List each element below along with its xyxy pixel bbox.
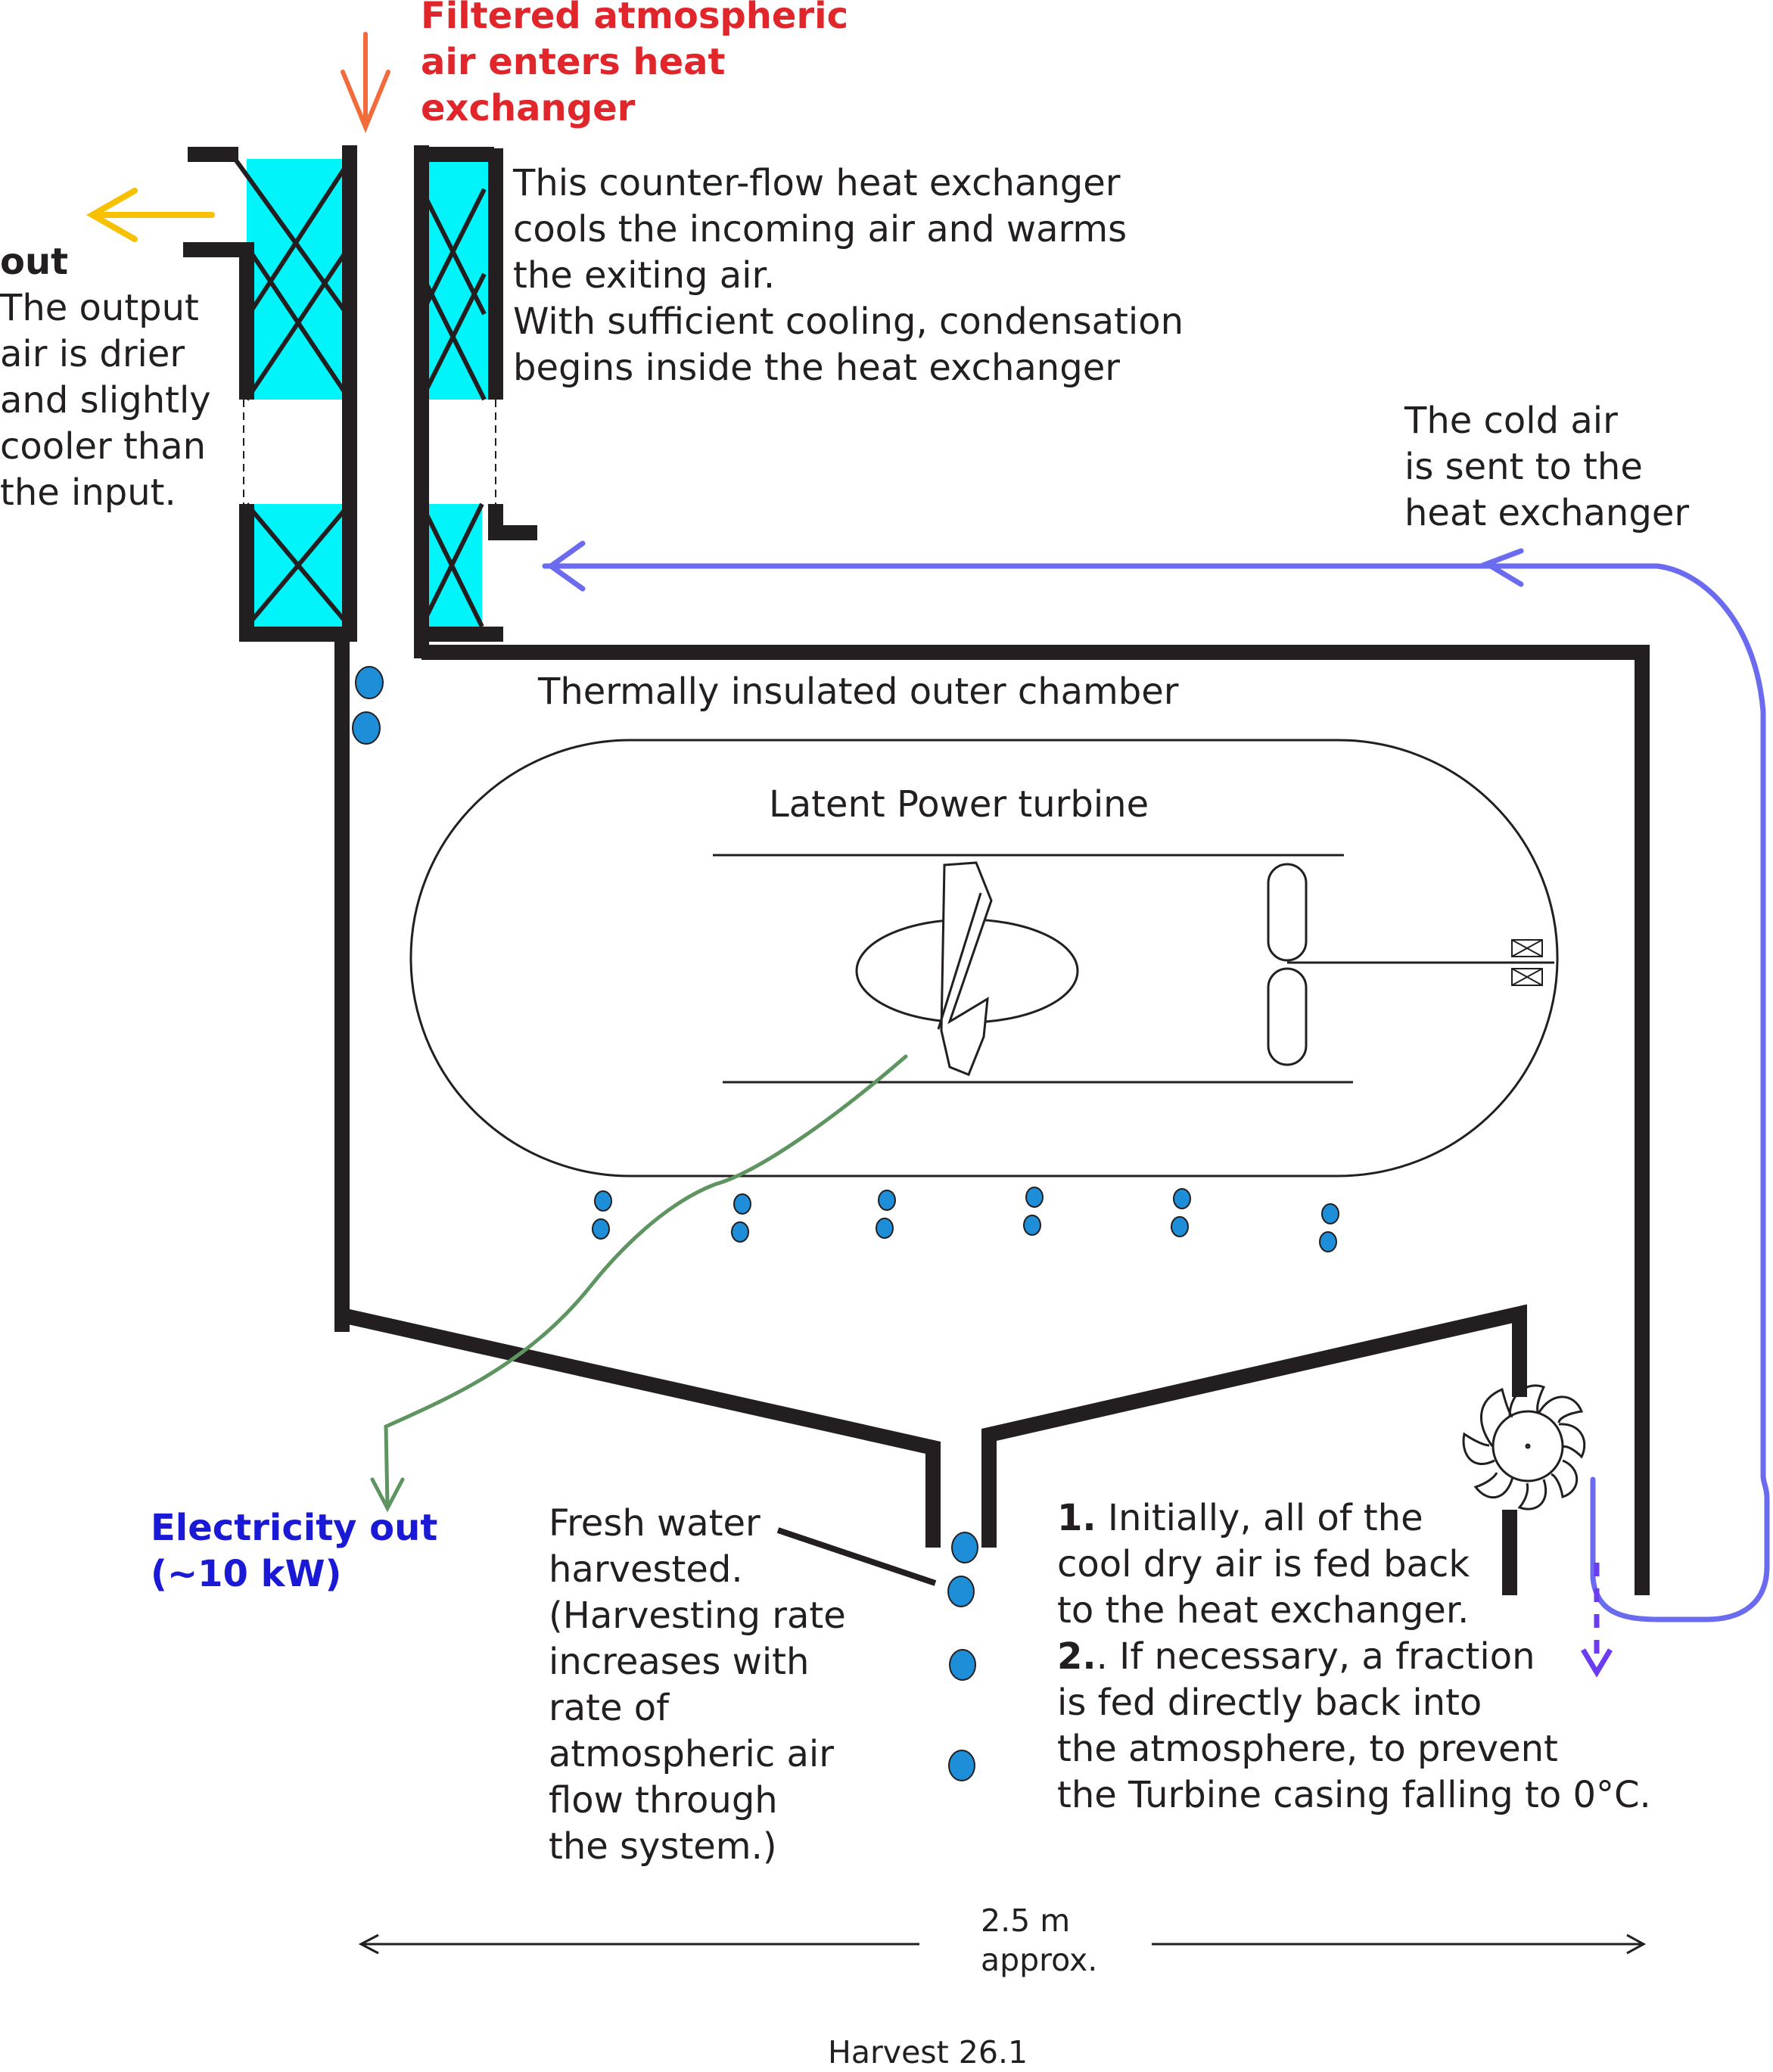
water-droplet-icon (1025, 1187, 1044, 1208)
outlet-line: the input. (0, 471, 176, 514)
water-droplet-icon (1321, 1203, 1339, 1224)
bearing-icon (1511, 939, 1543, 986)
cold-air-line: The cold air (1404, 400, 1618, 442)
note-2-number: 2. (1057, 1635, 1096, 1678)
note-2-line: 2.. If necessary, a fraction (1057, 1634, 1651, 1680)
water-line: increases with (549, 1641, 810, 1683)
cold-air-loop (542, 540, 1770, 1622)
note-1-line: cool dry air is fed back (1057, 1543, 1470, 1585)
outer-chamber (334, 642, 1650, 1595)
dimension-qualifier: approx. (981, 1942, 1098, 1978)
water-droplet-icon (1173, 1188, 1191, 1209)
note-1-line: 1. Initially, all of the (1057, 1495, 1651, 1542)
exchanger-note: This counter-flow heat exchanger cools t… (513, 160, 1184, 391)
dimension-arrow-icon (358, 1934, 1647, 1955)
water-line: the system.) (549, 1825, 777, 1868)
water-droplet-icon (947, 1576, 975, 1607)
cold-air-mid-arrow-icon (1480, 548, 1524, 587)
water-droplet-icon (352, 711, 381, 745)
exchanger-note-line: the exiting air. (513, 254, 776, 297)
exchanger-right-upper (421, 159, 488, 400)
note-2-line: the Turbine casing falling to 0°C. (1057, 1774, 1651, 1816)
water-droplet-icon (594, 1190, 612, 1212)
heat-exchanger (183, 145, 537, 658)
exchanger-hatching (234, 159, 487, 628)
water-droplet-icon (1171, 1216, 1189, 1237)
water-droplet-icon (878, 1190, 896, 1211)
water-droplet-icon (355, 666, 384, 699)
inlet-line: exchanger (421, 87, 636, 129)
chamber-label: Thermally insulated outer chamber (538, 670, 1179, 713)
inlet-line: air enters heat (421, 41, 726, 83)
water-line: flow through (549, 1779, 778, 1822)
water-line: harvested. (549, 1548, 743, 1591)
turbine-casing (409, 739, 1559, 1178)
water-droplet-icon (1319, 1231, 1337, 1252)
exchanger-note-line: With sufficient cooling, condensation (513, 300, 1184, 343)
outlet-label: out The output air is drier and slightly… (0, 239, 211, 516)
water-line: (Harvesting rate (549, 1594, 846, 1637)
generator-icon (1267, 863, 1308, 1066)
cold-air-label: The cold air is sent to the heat exchang… (1404, 398, 1689, 537)
water-droplet-icon (1023, 1215, 1041, 1236)
water-pointer (776, 1527, 937, 1586)
caption: Harvest 26.1 (828, 2034, 1028, 2070)
water-droplets (352, 666, 1339, 1781)
operation-notes: 1. Initially, all of the cool dry air is… (1057, 1495, 1651, 1818)
exchanger-gap (243, 400, 496, 504)
water-droplet-icon (733, 1193, 751, 1215)
turbine-duct (713, 854, 1353, 1084)
inlet-arrow-icon (341, 32, 390, 133)
electricity-line-2: (~10 kW) (151, 1553, 342, 1595)
water-line: rate of (549, 1687, 670, 1729)
cold-air-arrow-icon (546, 540, 586, 592)
turbine (409, 739, 1559, 1178)
note-2-line: is fed directly back into (1057, 1682, 1482, 1724)
water-droplet-icon (592, 1218, 610, 1240)
note-2-line: the atmosphere, to prevent (1057, 1728, 1558, 1770)
outlet-line: air is drier (0, 333, 185, 375)
outlet-line: and slightly (0, 379, 211, 422)
water-label: Fresh water harvested. (Harvesting rate … (549, 1501, 846, 1870)
exchanger-note-line: cools the incoming air and warms (513, 208, 1128, 250)
note-1-number: 1. (1057, 1497, 1096, 1539)
cold-air-line: heat exchanger (1404, 492, 1690, 534)
fan-icon (1462, 1384, 1586, 1510)
water-line: atmospheric air (549, 1733, 834, 1775)
vent-arrow-icon (1580, 1563, 1613, 1678)
exchanger-note-line: This counter-flow heat exchanger (513, 162, 1121, 204)
electricity-line-1: Electricity out (151, 1507, 438, 1549)
note-1-text: Initially, all of the (1096, 1497, 1423, 1539)
dimension-label: 2.5 m approx. (981, 1901, 1097, 1980)
exchanger-left-wall (183, 242, 254, 400)
water-droplet-icon (876, 1218, 894, 1239)
water-droplet-icon (948, 1750, 975, 1781)
outlet-heading: out (0, 241, 69, 283)
water-droplet-icon (951, 1532, 978, 1563)
dimension-value: 2.5 m (981, 1902, 1071, 1939)
water-line: Fresh water (549, 1502, 761, 1545)
electricity-label: Electricity out (~10 kW) (151, 1505, 437, 1598)
exchanger-note-line: begins inside the heat exchanger (513, 347, 1120, 389)
cold-air-line: is sent to the (1404, 446, 1643, 488)
water-droplet-icon (731, 1221, 749, 1243)
inlet-line: Filtered atmospheric (421, 0, 849, 37)
outlet-line: The output (0, 287, 199, 329)
turbine-label: Latent Power turbine (769, 783, 1149, 826)
water-droplet-icon (949, 1649, 976, 1681)
note-2-text: . If necessary, a fraction (1096, 1635, 1535, 1678)
exhaust-arrow-icon (86, 188, 215, 242)
turbine-blade-icon (940, 861, 993, 1076)
note-1-line: to the heat exchanger. (1057, 1589, 1470, 1632)
electricity-line (370, 1054, 908, 1513)
outlet-line: cooler than (0, 425, 207, 468)
inlet-label: Filtered atmospheric air enters heat exc… (421, 0, 848, 132)
